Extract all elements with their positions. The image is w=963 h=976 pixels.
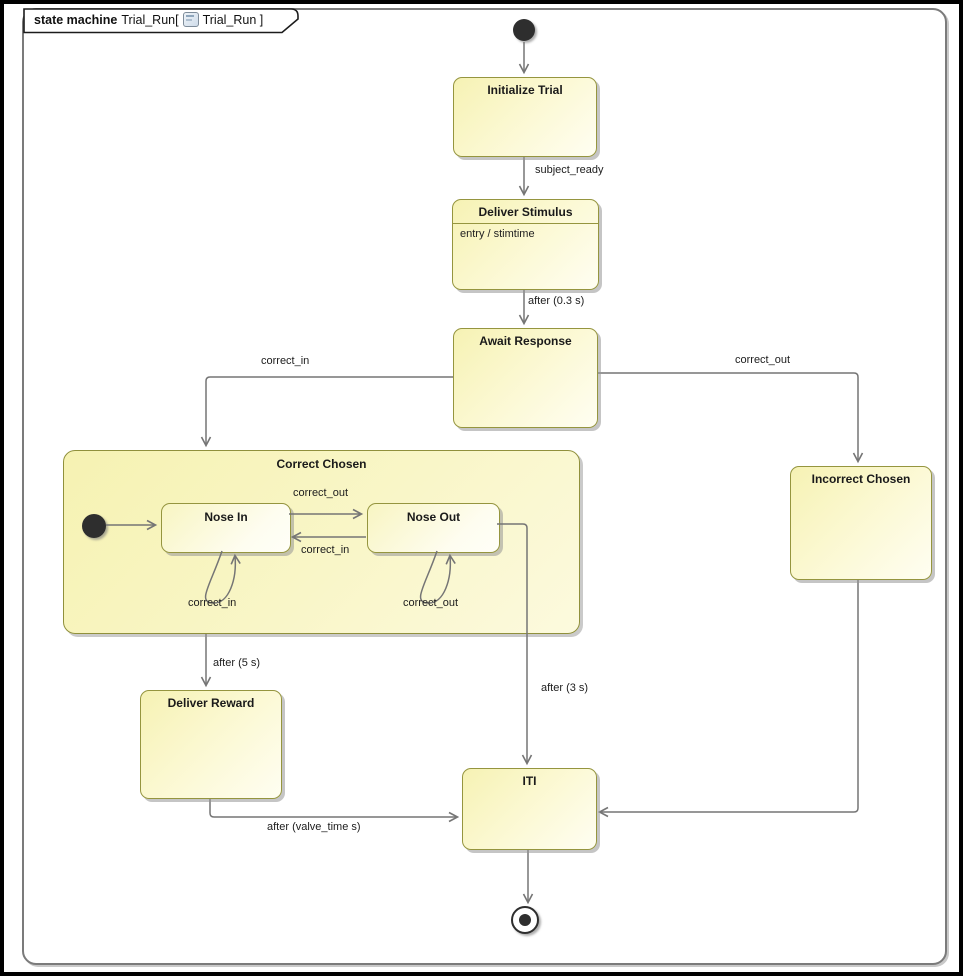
state-title: Deliver Stimulus (478, 205, 573, 219)
state-initialize-trial[interactable]: Initialize Trial (453, 77, 597, 157)
initial-state-region[interactable] (82, 514, 106, 538)
state-iti[interactable]: ITI (462, 768, 597, 850)
state-title: Await Response (479, 334, 572, 348)
final-state-dot (519, 914, 531, 926)
state-title: Correct Chosen (276, 457, 367, 471)
state-nose-in[interactable]: Nose In (161, 503, 291, 553)
frame-name: Trial_Run[ (121, 12, 179, 27)
state-deliver-reward[interactable]: Deliver Reward (140, 690, 282, 799)
state-title: Incorrect Chosen (811, 472, 911, 486)
transition-label-noseout-self: correct_out (403, 597, 459, 609)
frame-keyword: state machine (34, 12, 118, 27)
state-title: ITI (522, 774, 537, 788)
transition-label-subject-ready: subject_ready (535, 164, 604, 176)
entry-activity: entry / stimtime (460, 228, 535, 240)
transition-label-nosein-self: correct_in (188, 597, 237, 609)
initial-state[interactable] (513, 19, 535, 41)
compartment-separator (453, 223, 598, 224)
frame-tab: state machine Trial_Run[ Trial_Run ] (34, 12, 263, 27)
transition-label-after-3s: after (3 s) (541, 682, 589, 694)
transition-label-correct-in: correct_in (261, 355, 310, 367)
state-title: Nose Out (406, 510, 461, 524)
transition-label-after-valve: after (valve_time s) (267, 821, 361, 833)
state-await-response[interactable]: Await Response (453, 328, 598, 428)
state-title: Deliver Reward (167, 696, 255, 710)
final-state[interactable] (511, 906, 539, 934)
transition-label-after-stim: after (0.3 s) (528, 295, 585, 307)
state-title: Nose In (204, 510, 248, 524)
state-title: Initialize Trial (487, 83, 563, 97)
state-nose-out[interactable]: Nose Out (367, 503, 500, 553)
transition-label-after-5s: after (5 s) (213, 657, 261, 669)
transition-label-noseout-to-nosein: correct_in (301, 544, 350, 556)
transition-label-correct-out: correct_out (735, 354, 791, 366)
frame-reference: Trial_Run ] (202, 12, 264, 27)
state-deliver-stimulus[interactable]: Deliver Stimulus entry / stimtime (452, 199, 599, 290)
state-incorrect-chosen[interactable]: Incorrect Chosen (790, 466, 932, 580)
state-diagram-icon (182, 12, 199, 27)
transition-label-nosein-to-noseout: correct_out (293, 487, 349, 499)
state-correct-chosen[interactable]: Correct Chosen Nose In Nose Out (63, 450, 580, 634)
